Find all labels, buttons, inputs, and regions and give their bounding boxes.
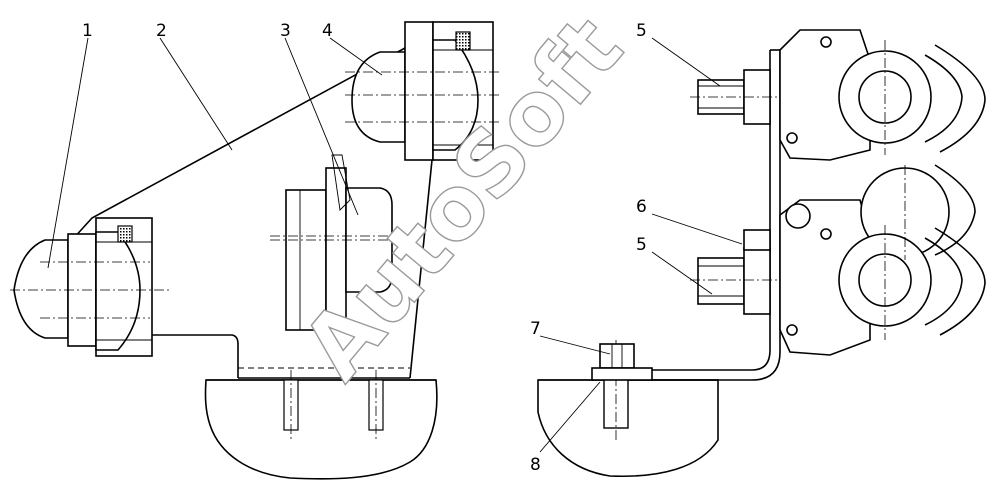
callout-2: 2 bbox=[156, 21, 167, 41]
callout-3: 3 bbox=[280, 21, 291, 41]
callout-5-lower: 5 bbox=[636, 235, 647, 255]
callout-6: 6 bbox=[636, 197, 647, 217]
left-view bbox=[10, 21, 500, 480]
frame-bolt-holes bbox=[283, 370, 384, 440]
right-view bbox=[537, 29, 986, 478]
coupling-head-upper-side bbox=[779, 29, 986, 161]
callout-8: 8 bbox=[530, 455, 541, 475]
mounting-plate bbox=[652, 49, 781, 381]
callout-4: 4 bbox=[322, 21, 333, 41]
callout-7: 7 bbox=[530, 319, 541, 339]
bolt-part-6 bbox=[743, 229, 771, 251]
coupling-head-lower-side bbox=[779, 164, 986, 356]
coupling-head-part-4 bbox=[345, 21, 500, 161]
bolt-part-5-upper bbox=[690, 69, 860, 125]
callout-1: 1 bbox=[82, 21, 93, 41]
nut-part-7 bbox=[591, 343, 653, 381]
callout-labels: 1 2 3 4 5 6 5 7 8 bbox=[82, 21, 647, 475]
callout-5-upper: 5 bbox=[636, 21, 647, 41]
leader-lines bbox=[47, 37, 743, 453]
coupling-head-part-1 bbox=[10, 217, 170, 357]
frame-section-right bbox=[537, 379, 719, 478]
frame-section-left bbox=[204, 379, 438, 480]
bolt-part-5-lower bbox=[690, 247, 860, 315]
